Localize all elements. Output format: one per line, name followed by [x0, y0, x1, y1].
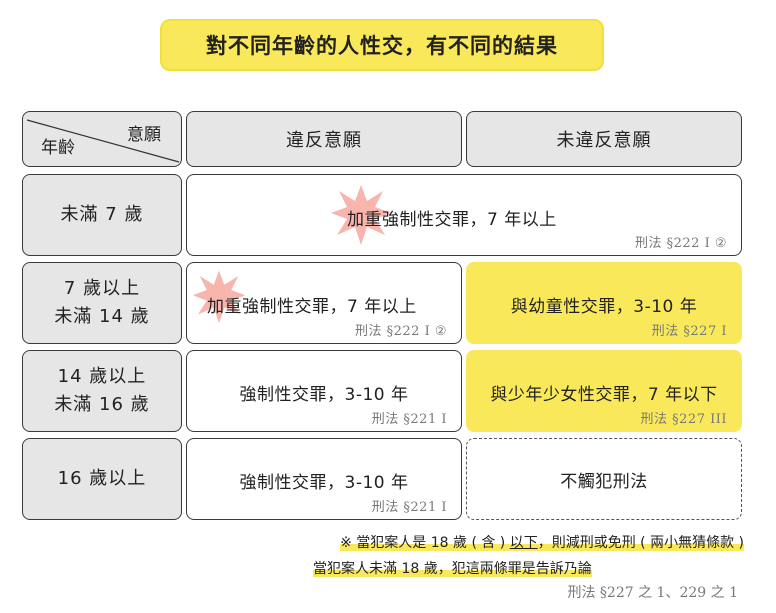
header-not-against-will: 未違反意願	[466, 111, 742, 167]
law-citation: 刑法 §221 I	[371, 412, 447, 427]
law-citation: 刑法 §227 I	[651, 324, 727, 339]
penalty-cell-7-to-14-consent: 與幼童性交罪，3-10 年 刑法 §227 I	[466, 262, 742, 344]
warning-burst-icon	[331, 185, 391, 245]
penalty-text: 與幼童性交罪，3-10 年	[510, 297, 698, 317]
penalty-text: 強制性交罪，3-10 年	[239, 385, 409, 405]
age-label-line2: 未滿 16 歲	[54, 394, 150, 415]
warning-burst-icon	[192, 270, 246, 324]
age-label-line1: 14 歲以上	[57, 366, 147, 387]
penalty-cell-16-plus-against: 強制性交罪，3-10 年 刑法 §221 I	[186, 438, 462, 520]
age-label-line1: 7 歲以上	[63, 278, 141, 299]
penalty-cell-under-7: 加重強制性交罪，7 年以上 刑法 §222 I ②	[186, 174, 742, 256]
penalty-text: 加重強制性交罪，7 年以上	[207, 297, 417, 317]
penalty-text: 不觸犯刑法	[560, 471, 648, 492]
penalty-cell-14-to-16-consent: 與少年少女性交罪，7 年以下 刑法 §227 III	[466, 350, 742, 432]
age-label-line2: 未滿 14 歲	[54, 306, 150, 327]
footnote-complaint: 當犯案人未滿 18 歲，犯這兩條罪是告訴乃論	[313, 558, 592, 578]
age-cell-7-to-14: 7 歲以上 未滿 14 歲	[22, 262, 182, 344]
page-title: 對不同年齡的人性交，有不同的結果	[160, 19, 604, 71]
penalty-text: 強制性交罪，3-10 年	[239, 473, 409, 493]
corner-header-cell: 意願 年齡	[22, 111, 182, 167]
corner-label-age: 年齡	[41, 138, 75, 158]
footnote-law-citation: 刑法 §227 之 1、229 之 1	[567, 585, 738, 601]
law-citation: 刑法 §222 I ②	[635, 236, 727, 251]
age-cell-16-plus: 16 歲以上	[22, 438, 182, 520]
footnote-reduced-sentence: ※ 當犯案人是 18 歲 ( 含 ) 以下，則減刑或免刑 ( 兩小無猜條款 )	[340, 532, 744, 552]
age-label: 未滿 7 歲	[60, 204, 144, 225]
law-citation: 刑法 §222 I ②	[355, 324, 447, 339]
law-citation: 刑法 §227 III	[640, 412, 727, 427]
age-label: 16 歲以上	[57, 468, 147, 489]
footnote-underline: 以下	[509, 535, 538, 551]
footnote-suffix: ，則減刑或免刑 ( 兩小無猜條款 )	[537, 535, 744, 551]
penalty-cell-7-to-14-against: 加重強制性交罪，7 年以上 刑法 §222 I ②	[186, 262, 462, 344]
age-cell-14-to-16: 14 歲以上 未滿 16 歲	[22, 350, 182, 432]
footnote-complaint-text: 當犯案人未滿 18 歲，犯這兩條罪是告訴乃論	[313, 561, 592, 577]
penalty-text: 加重強制性交罪，7 年以上	[347, 210, 557, 230]
corner-diagonal-line	[26, 119, 180, 163]
penalty-cell-16-plus-consent: 不觸犯刑法	[466, 438, 742, 520]
penalty-cell-14-to-16-against: 強制性交罪，3-10 年 刑法 §221 I	[186, 350, 462, 432]
penalty-text: 與少年少女性交罪，7 年以下	[490, 385, 718, 405]
age-cell-under-7: 未滿 7 歲	[22, 174, 182, 256]
footnote-prefix: ※ 當犯案人是 18 歲 ( 含 )	[340, 535, 510, 551]
corner-label-will: 意願	[127, 125, 161, 145]
law-citation: 刑法 §221 I	[371, 500, 447, 515]
header-against-will: 違反意願	[186, 111, 462, 167]
